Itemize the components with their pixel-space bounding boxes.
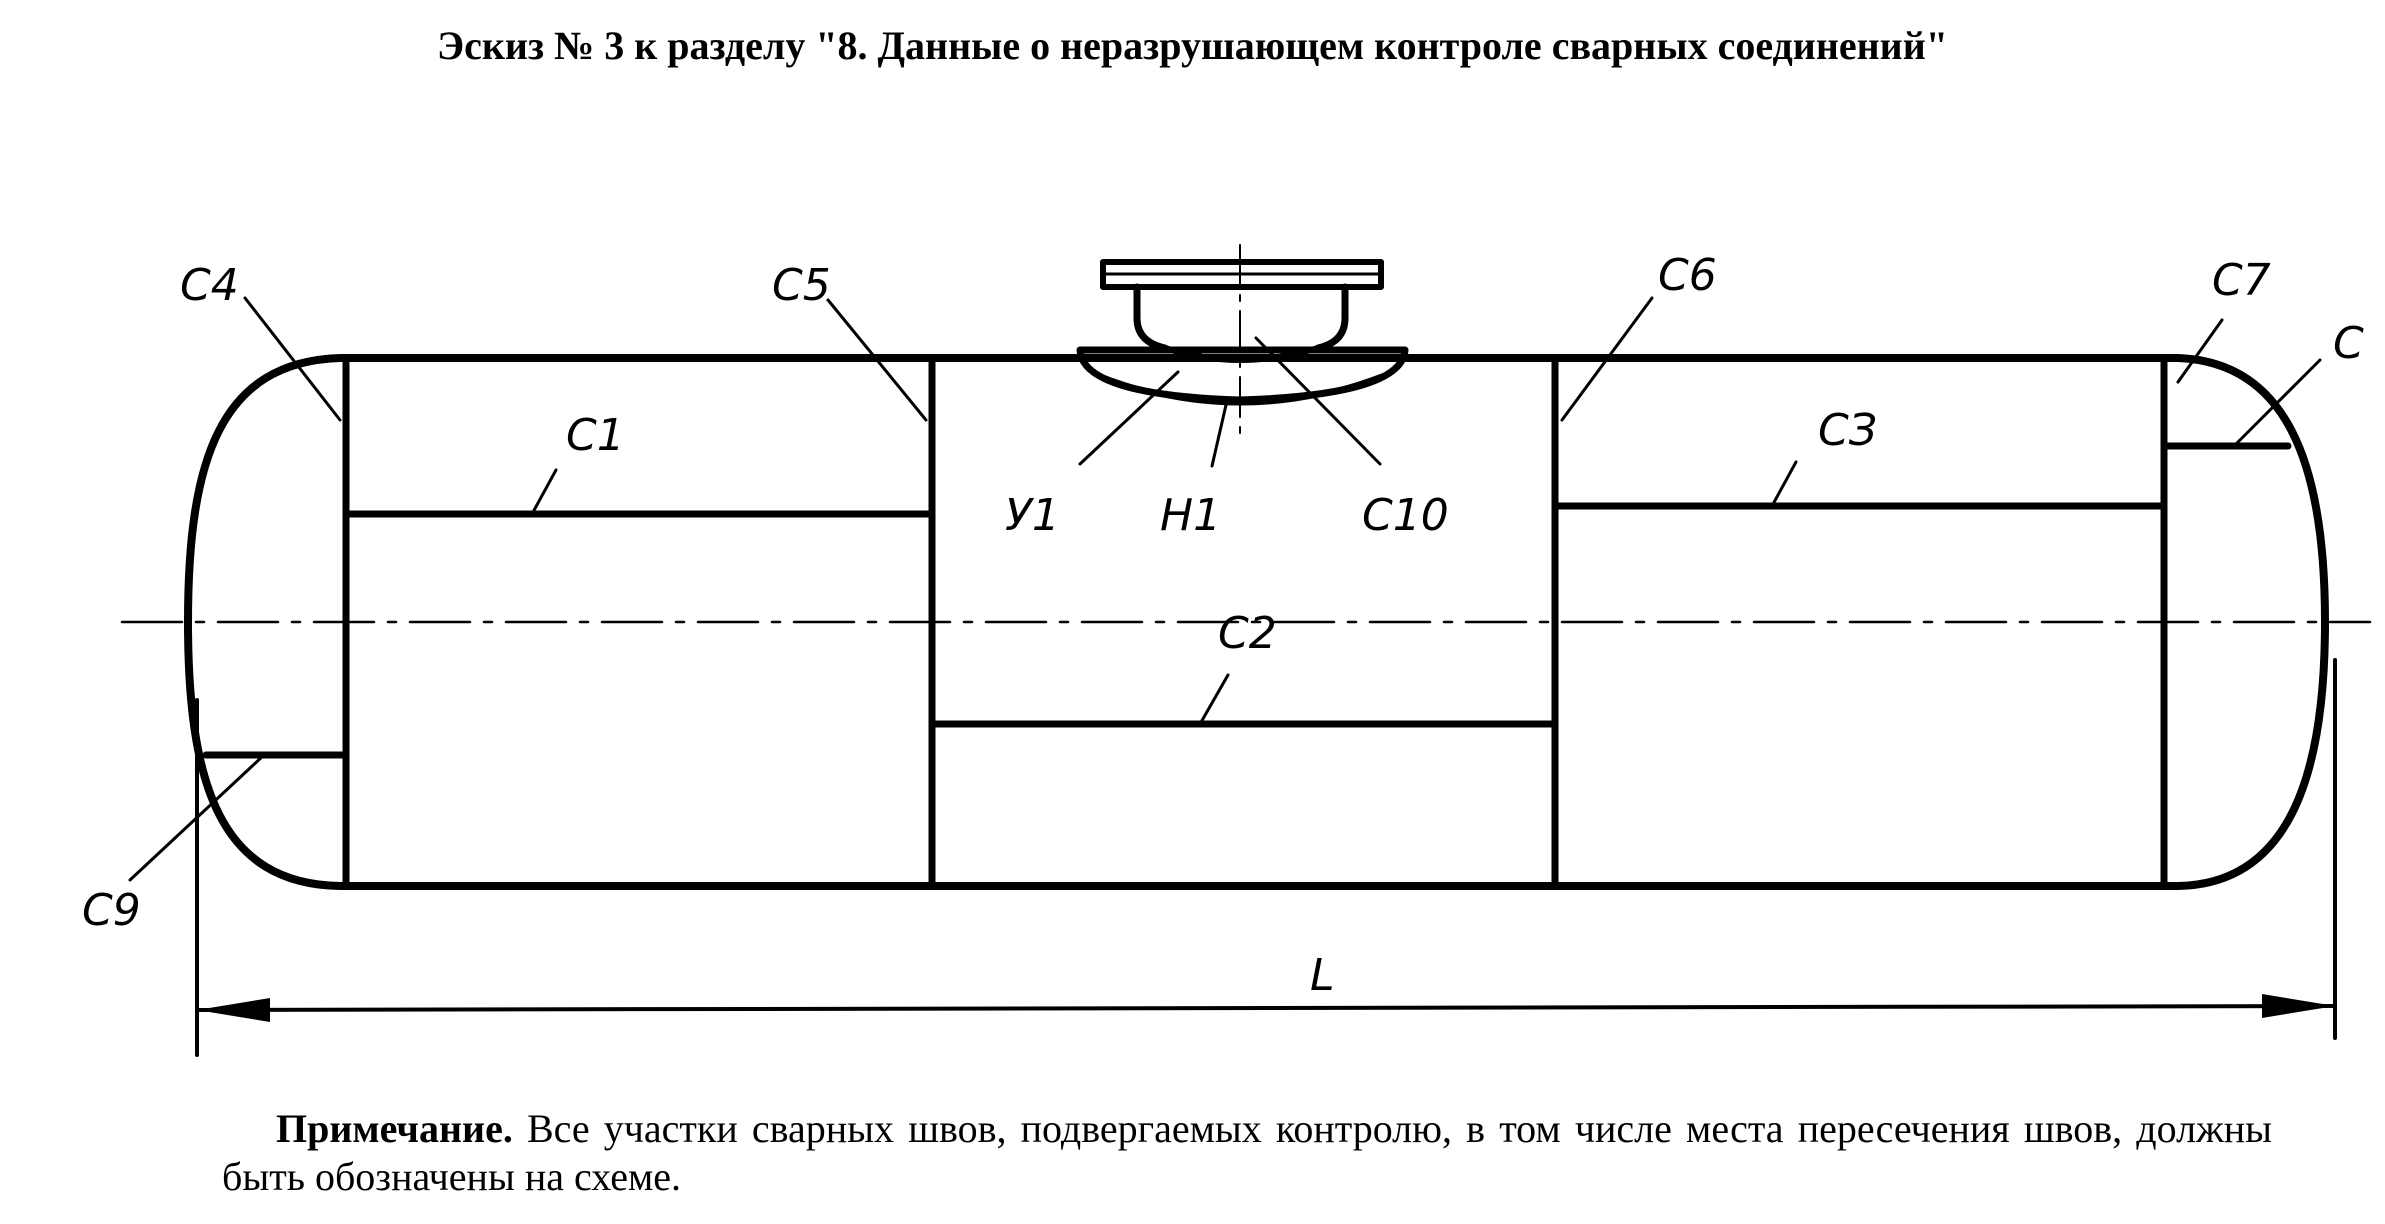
dim-line-length [195, 1004, 2337, 1012]
label-c5: С5 [772, 260, 831, 311]
vessel-shell-outline [184, 354, 2329, 890]
leader-c3 [1770, 460, 1798, 508]
sketch-title: Эскиз № 3 к разделу "8. Данные о неразру… [437, 23, 1948, 68]
label-c1: С1 [566, 410, 625, 461]
label-length: L [1310, 950, 1335, 1001]
leader-c5 [826, 298, 928, 422]
label-c9: С9 [82, 885, 141, 936]
label-c2: С2 [1218, 608, 1277, 659]
label-c7: С7 [2212, 255, 2271, 306]
leader-c1 [530, 468, 558, 516]
label-c8: С [2333, 318, 2364, 369]
label-c3: СЗ [1818, 405, 1877, 456]
note-paragraph: Примечание. Все участки сварных швов, по… [222, 1105, 2272, 1201]
label-u1: У1 [1005, 490, 1060, 541]
leader-u1 [1078, 370, 1180, 466]
leader-c2 [1198, 673, 1230, 726]
label-c10: С10 [1362, 490, 1449, 541]
label-c6: С6 [1658, 250, 1717, 301]
leader-n1 [1210, 403, 1228, 468]
leader-c7 [2176, 318, 2224, 384]
note-label: Примечание. [276, 1106, 513, 1151]
leader-c6 [1560, 296, 1654, 422]
label-c4: С4 [180, 260, 239, 311]
leader-c4 [243, 296, 342, 422]
arrow-right [2262, 994, 2335, 1018]
label-n1: Н1 [1160, 490, 1221, 541]
leader-c8 [2232, 358, 2322, 448]
arrow-left [197, 998, 270, 1022]
leader-c10 [1254, 336, 1382, 466]
nozzle-weld [1162, 345, 1321, 363]
note-text: Все участки сварных швов, подвергаемых к… [222, 1106, 2272, 1199]
